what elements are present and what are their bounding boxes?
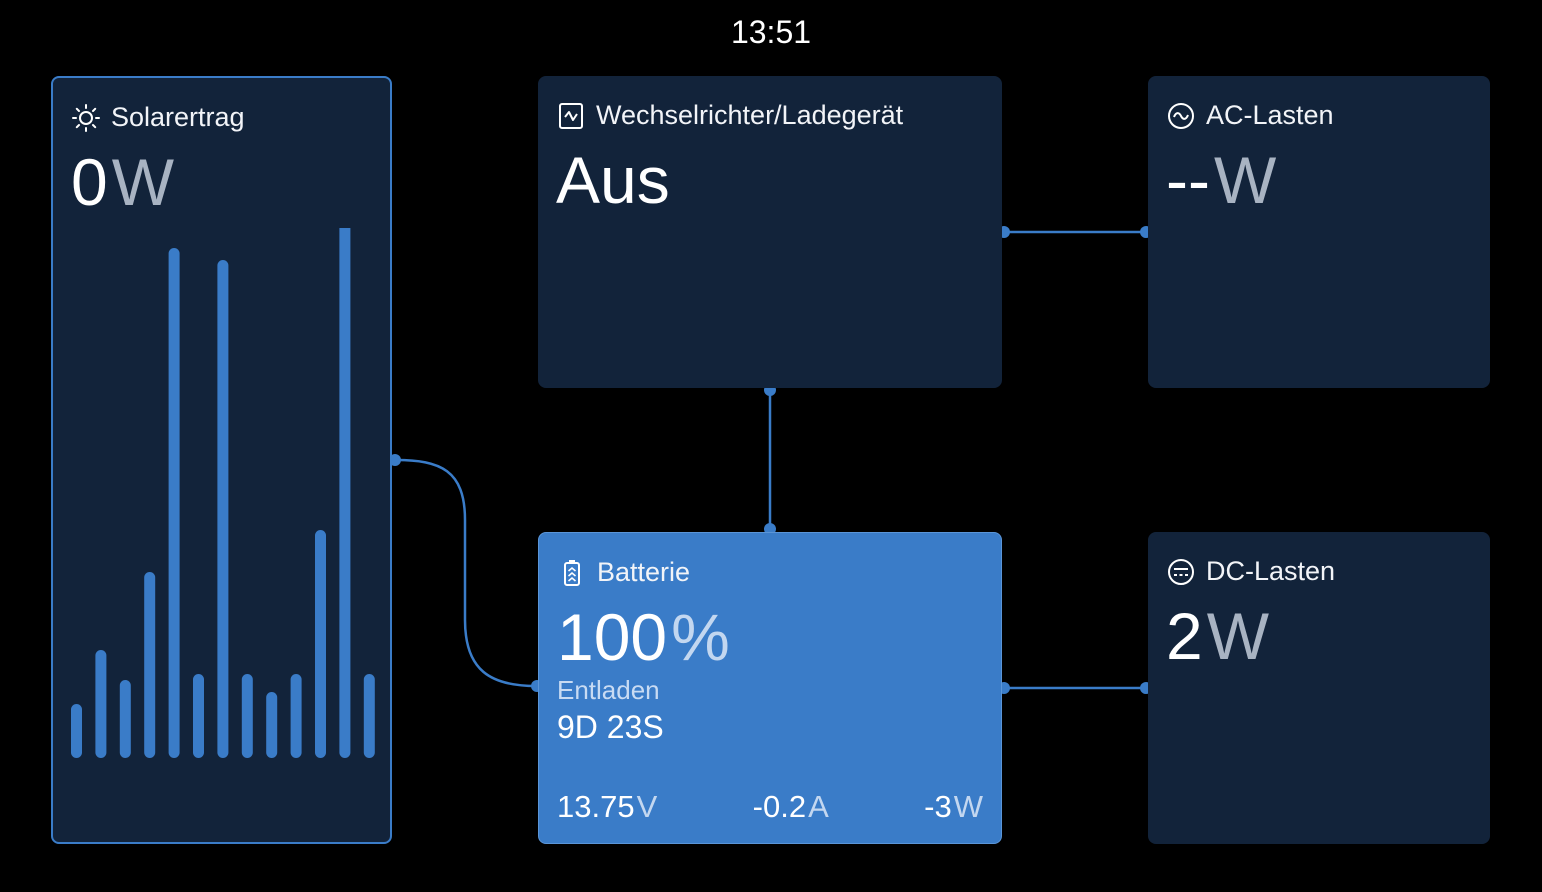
solar-history-bar [241, 674, 253, 758]
dc-loads-card[interactable]: DC-Lasten 2W [1148, 532, 1490, 844]
ac-wave-icon [1168, 102, 1194, 129]
solar-history-bar [119, 680, 131, 758]
battery-measurements: 13.75V -0.2A -3W [557, 789, 983, 825]
inverter-charger-card[interactable]: Wechselrichter/Ladegerät Aus [538, 76, 1002, 388]
battery-current: -0.2A [752, 789, 829, 824]
solar-history-bar [144, 572, 156, 758]
solar-history-bar [290, 674, 302, 758]
ac-loads-card[interactable]: AC-Lasten --W [1148, 76, 1490, 388]
battery-header: Batterie [557, 557, 690, 588]
inverter-title: Wechselrichter/Ladegerät [596, 100, 904, 130]
battery-soc: 100% [557, 600, 730, 674]
solar-history-bar [363, 674, 375, 758]
solar-history-bar [266, 692, 278, 758]
inverter-state: Aus [556, 143, 670, 217]
clock: 13:51 [730, 14, 812, 50]
ac-loads-title: AC-Lasten [1206, 100, 1334, 130]
dc-loads-title: DC-Lasten [1206, 556, 1336, 586]
battery-time-to-go: 9D 23S [557, 709, 664, 745]
dc-loads-header: DC-Lasten [1166, 556, 1335, 587]
solar-yield-value: 0W [71, 145, 175, 219]
solar-history-bar [339, 228, 351, 758]
solar-yield-card[interactable]: Solarertrag 0W [51, 76, 392, 844]
solar-history-bar [95, 650, 107, 758]
solar-history-bar [71, 704, 82, 758]
inverter-icon [559, 102, 583, 129]
inverter-header: Wechselrichter/Ladegerät [556, 100, 903, 131]
battery-voltage: 13.75V [557, 789, 658, 824]
ac-loads-header: AC-Lasten [1166, 100, 1334, 131]
ac-loads-value: --W [1166, 143, 1277, 217]
solar-history-chart [71, 228, 375, 758]
solar-battery-link [395, 458, 537, 688]
dc-loads-value: 2W [1166, 599, 1270, 673]
solar-yield-title: Solarertrag [111, 102, 245, 132]
dc-icon [1168, 558, 1194, 585]
battery-status: Entladen [557, 675, 660, 705]
solar-history-bar [315, 530, 326, 758]
solar-history-bar [168, 248, 180, 758]
solar-yield-header: Solarertrag [71, 102, 245, 133]
battery-icon [564, 559, 580, 586]
battery-power: -3W [924, 789, 983, 824]
solar-history-bar [217, 260, 229, 758]
battery-card[interactable]: Batterie 100% Entladen 9D 23S 13.75V -0.… [538, 532, 1002, 844]
sun-icon [72, 103, 100, 132]
solar-history-bar [193, 674, 204, 758]
battery-title: Batterie [597, 557, 691, 587]
